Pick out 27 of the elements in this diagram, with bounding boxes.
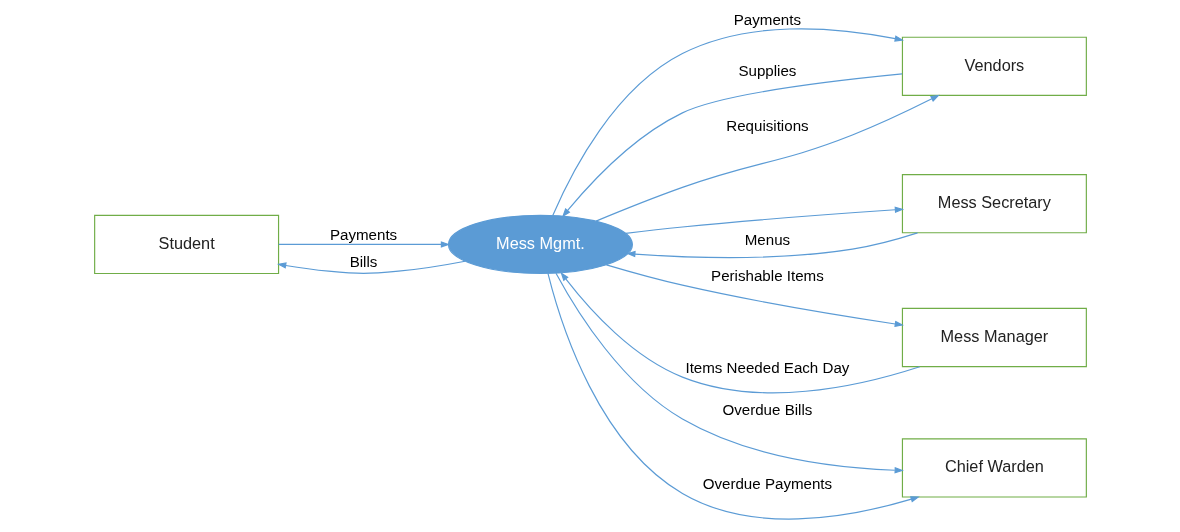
edge-label: Payments xyxy=(733,10,801,28)
arrow xyxy=(561,73,903,218)
arrow xyxy=(546,272,920,520)
arrow xyxy=(276,260,466,274)
node-ellipse: Mess Mgmt. xyxy=(447,214,633,275)
arrow xyxy=(624,206,904,234)
edge-label: Menus xyxy=(744,230,790,248)
arrow xyxy=(551,28,904,216)
edge-label: Bills xyxy=(349,253,377,270)
arrow xyxy=(559,271,920,394)
edge-label: Items Needed Each Day xyxy=(684,358,849,376)
edge-label: Overdue Payments xyxy=(702,475,832,493)
arrow xyxy=(605,264,904,328)
arrow xyxy=(594,94,940,222)
arrow xyxy=(277,241,450,248)
edge-label: Overdue Bills xyxy=(721,400,812,418)
node-box: Vendors xyxy=(901,36,1087,96)
node-box: Chief Warden xyxy=(901,438,1087,498)
node-box: Mess Manager xyxy=(901,307,1087,368)
edge-label: Payments xyxy=(329,226,397,244)
edge-label: Requisitions xyxy=(725,116,809,134)
arrow xyxy=(554,272,904,474)
node-box: Student xyxy=(93,214,279,275)
arrow xyxy=(625,232,918,259)
node-box: Mess Secretary xyxy=(901,174,1087,234)
edge-label: Supplies xyxy=(737,62,796,80)
edge-label: Perishable Items xyxy=(710,266,824,284)
